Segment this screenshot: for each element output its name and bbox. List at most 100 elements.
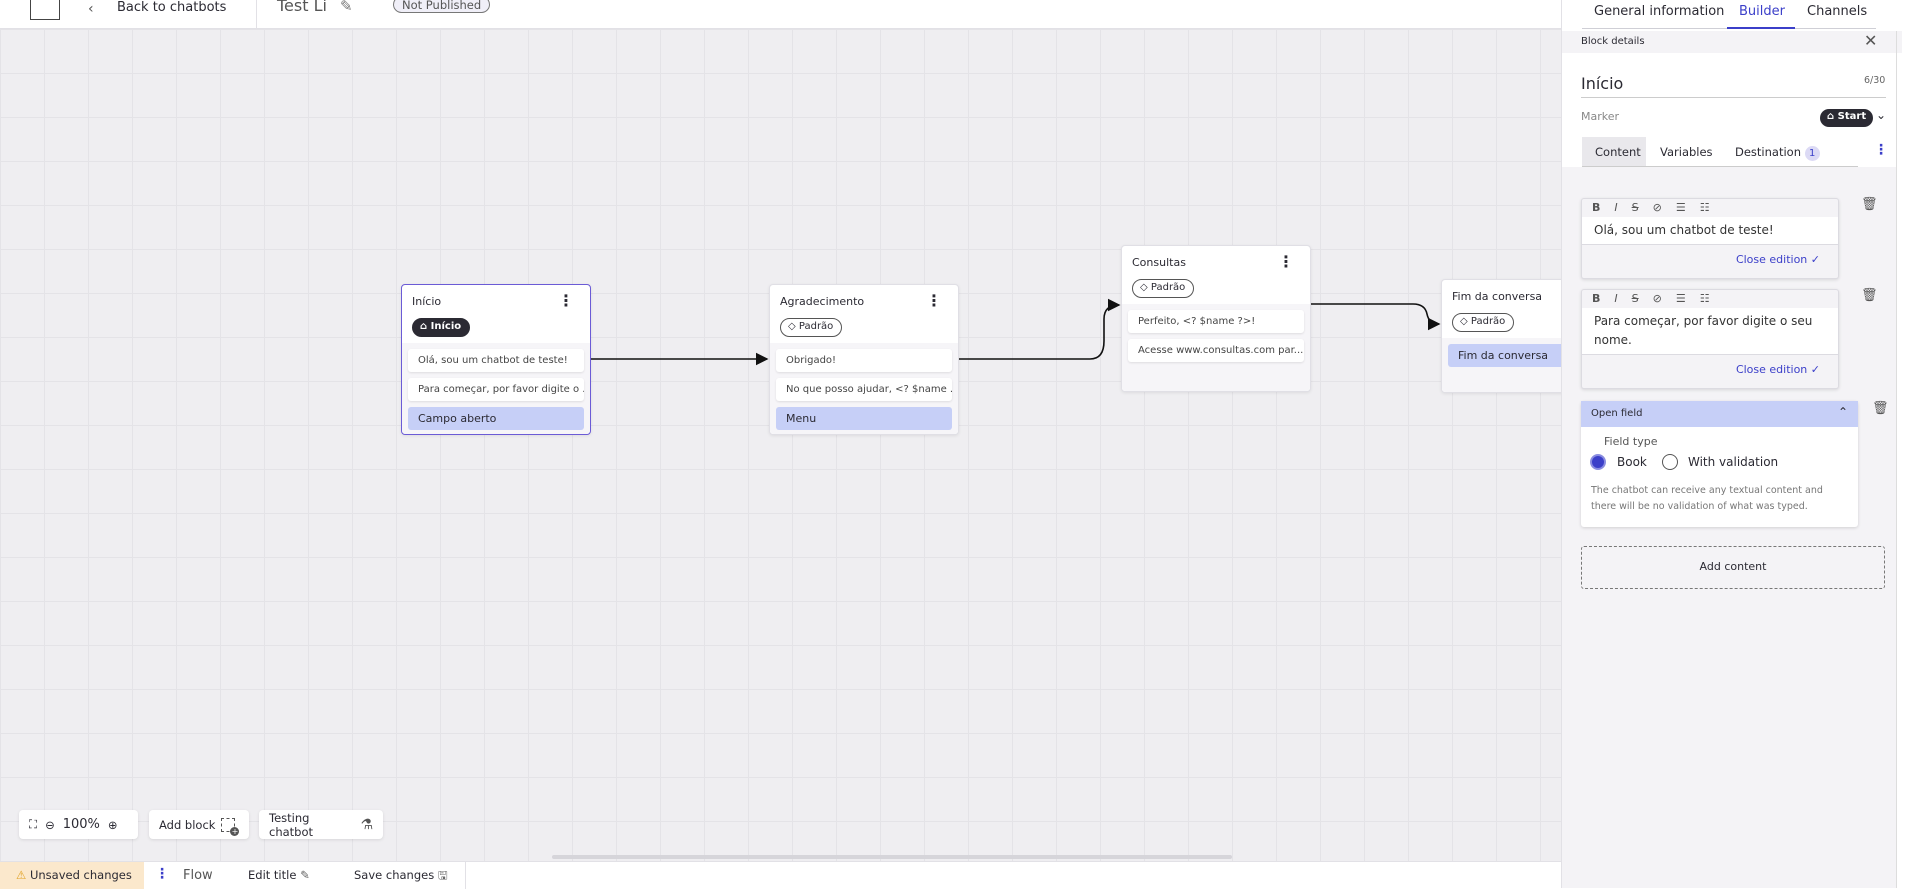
open-field-header[interactable]: Open field⌃ <box>1581 401 1858 427</box>
block-tag-label: Padrão <box>798 321 834 332</box>
tag-icon: ◇ <box>1140 282 1148 293</box>
tab-destination[interactable]: Destination 1 <box>1735 145 1820 161</box>
bullet-list-icon[interactable]: ☰ <box>1675 292 1686 305</box>
bold-icon[interactable]: B <box>1592 201 1601 214</box>
home-icon: ⌂ <box>1827 111 1835 122</box>
block-message-item[interactable]: Para começar, por favor digite o ... <box>408 378 584 401</box>
tab-variables[interactable]: Variables <box>1660 145 1713 159</box>
block-tag: ◇ Padrão <box>1132 279 1195 298</box>
radio-book[interactable] <box>1590 454 1606 470</box>
more-options-icon[interactable]: ⋮ <box>1874 142 1888 158</box>
tab-content[interactable]: Content <box>1582 137 1646 166</box>
link-icon[interactable]: ⊘ <box>1652 201 1662 214</box>
zoom-level: 100% <box>62 817 100 832</box>
testing-chatbot-button[interactable]: Testing chatbot ⚗ <box>259 810 383 839</box>
block-action-item[interactable]: Campo aberto <box>408 407 584 430</box>
chatbot-title: Test Li <box>277 0 327 15</box>
home-icon: ⌂ <box>420 321 428 332</box>
block-tag-label: Padrão <box>1470 316 1506 327</box>
italic-icon[interactable]: I <box>1614 201 1618 214</box>
close-icon[interactable]: ✕ <box>1864 31 1878 50</box>
pencil-icon[interactable]: ✎ <box>340 0 353 15</box>
block-message-item[interactable]: Obrigado! <box>776 349 952 372</box>
bold-icon[interactable]: B <box>1592 292 1601 305</box>
tag-icon: ◇ <box>1460 316 1468 327</box>
warning-icon: ⚠ <box>16 868 27 882</box>
connection-arrow <box>958 298 1121 360</box>
fit-screen-icon[interactable]: ⛶ <box>29 817 38 831</box>
save-changes-button[interactable]: Save changes 🖫 <box>354 868 448 887</box>
field-type-help: The chatbot can receive any textual cont… <box>1591 485 1823 512</box>
trash-icon[interactable]: 🗑 <box>1872 401 1889 416</box>
close-edition-button[interactable]: Close edition ✓ <box>1735 253 1820 266</box>
tab-builder[interactable]: Builder <box>1739 4 1785 19</box>
marker-select[interactable]: ⌂ Start <box>1820 109 1874 127</box>
connections <box>591 298 1441 366</box>
tab-destination-label: Destination <box>1735 145 1801 159</box>
add-block-button[interactable]: Add block + <box>149 810 249 839</box>
zoom-controls: ⛶ ⊖ 100% ⊕ <box>19 810 138 839</box>
zoom-out-icon[interactable]: ⊖ <box>45 817 55 832</box>
trash-icon[interactable]: 🗑 <box>1861 197 1878 212</box>
horizontal-scrollbar[interactable] <box>552 855 1232 859</box>
input-underline <box>1581 97 1886 98</box>
editor-text[interactable]: Para começar, por favor digite o seu nom… <box>1582 308 1838 355</box>
panel-header-title: Block details <box>1581 36 1645 47</box>
numbered-list-icon[interactable]: ☷ <box>1699 292 1710 305</box>
block-body: Fim da conversa <box>1442 338 1580 392</box>
block-body: Obrigado! No que posso ajudar, <? $name .… <box>770 343 958 434</box>
divider <box>256 0 257 29</box>
close-edition-label: Close edition <box>1735 253 1808 266</box>
link-icon[interactable]: ⊘ <box>1652 292 1662 305</box>
block-message-item[interactable]: Perfeito, <? $name ?>! <box>1128 310 1304 333</box>
top-bar: ‹ Back to chatbots Test Li ✎ Not Publish… <box>0 0 1561 29</box>
radio-with-validation[interactable] <box>1662 454 1678 470</box>
chevron-up-icon[interactable]: ⌃ <box>1837 405 1848 419</box>
more-options-icon[interactable]: ⋮ <box>155 866 169 882</box>
strikethrough-icon[interactable]: S <box>1631 201 1639 214</box>
more-options-icon[interactable]: ⋮ <box>558 291 574 310</box>
bottom-bar: ⚠ Unsaved changes ⋮ Flow Edit title ✎ Sa… <box>0 861 1561 889</box>
block-action-item[interactable]: Menu <box>776 407 952 430</box>
tab-channels[interactable]: Channels <box>1807 4 1868 19</box>
more-options-icon[interactable]: ⋮ <box>1278 252 1294 271</box>
numbered-list-icon[interactable]: ☷ <box>1699 201 1710 214</box>
close-edition-button[interactable]: Close edition ✓ <box>1735 363 1820 376</box>
add-content-button[interactable]: Add content <box>1581 546 1885 589</box>
chevron-down-icon[interactable]: ⌄ <box>1876 108 1887 122</box>
block-message-item[interactable]: No que posso ajudar, <? $name ... <box>776 378 952 401</box>
flow-label: Flow <box>183 868 213 883</box>
block-name-input[interactable]: Início <box>1581 74 1624 93</box>
block-title: Consultas <box>1132 256 1186 269</box>
zoom-in-icon[interactable]: ⊕ <box>107 817 118 832</box>
tag-icon: ◇ <box>788 321 796 332</box>
block-details-panel: General information Builder Channels Blo… <box>1561 0 1912 888</box>
char-count: 6/30 <box>1864 75 1886 86</box>
more-options-icon[interactable]: ⋮ <box>926 291 942 310</box>
editor-text[interactable]: Olá, sou um chatbot de teste! <box>1582 217 1838 245</box>
trash-icon[interactable]: 🗑 <box>1861 288 1878 303</box>
strikethrough-icon[interactable]: S <box>1631 292 1639 305</box>
italic-icon[interactable]: I <box>1614 292 1618 305</box>
field-type-label: Field type <box>1604 435 1658 448</box>
bullet-list-icon[interactable]: ☰ <box>1675 201 1686 214</box>
unsaved-changes-status: ⚠ Unsaved changes <box>0 862 144 889</box>
unsaved-label: Unsaved changes <box>29 868 132 882</box>
edit-title-button[interactable]: Edit title ✎ <box>248 868 310 882</box>
vertical-scrollbar[interactable] <box>1896 31 1897 888</box>
block-action-item[interactable]: Fim da conversa <box>1448 344 1580 367</box>
tab-general-information[interactable]: General information <box>1594 4 1725 19</box>
back-to-chatbots-link[interactable]: Back to chatbots <box>117 0 227 15</box>
open-field-card: Open field⌃ Field type Book With validat… <box>1581 401 1858 527</box>
block-message-item[interactable]: Acesse www.consultas.com par... <box>1128 339 1304 362</box>
block-message-item[interactable]: Olá, sou um chatbot de teste! <box>408 349 584 372</box>
chevron-left-icon[interactable]: ‹ <box>88 1 94 17</box>
